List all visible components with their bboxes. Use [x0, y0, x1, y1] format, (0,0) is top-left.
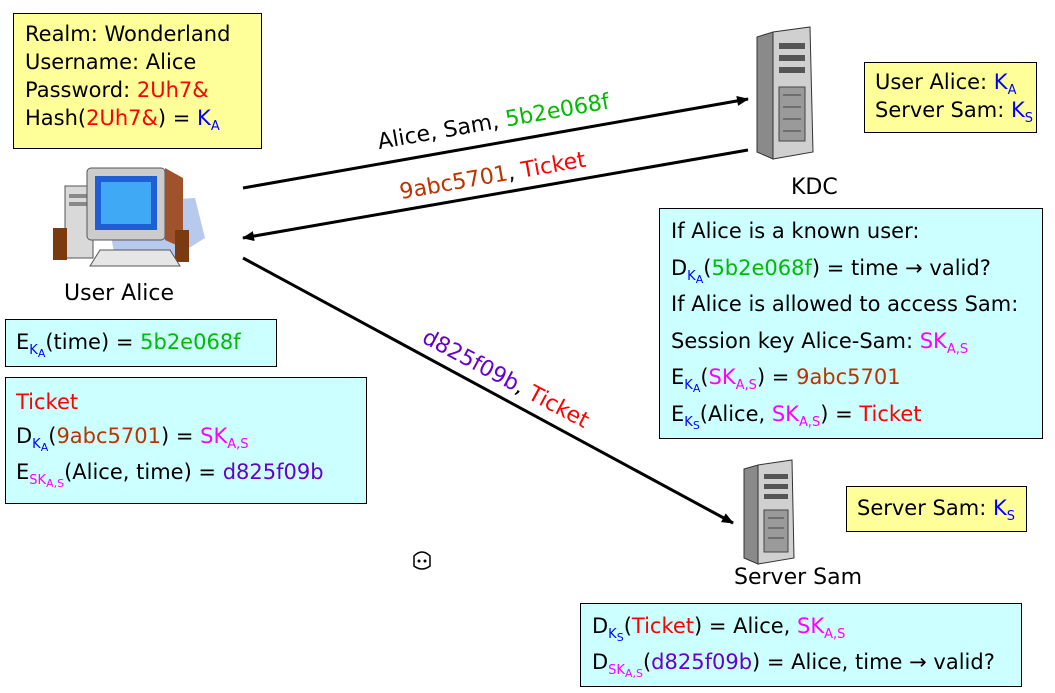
sam-key-box: Server Sam: KS — [846, 486, 1027, 532]
realm-text: Realm: Wonderland — [25, 22, 231, 46]
arrow-kdc-to-alice — [242, 148, 749, 242]
arrow-alice-to-kdc — [242, 95, 749, 190]
kdc-logic-box: If Alice is a known user: DKA(5b2e068f) … — [659, 208, 1043, 439]
kdc-known-user-line: If Alice is a known user: — [671, 219, 920, 243]
server-sam-label: Server Sam — [734, 565, 863, 590]
kdc-access-line: If Alice is allowed to access Sam: — [671, 292, 1019, 316]
alice-credentials-box: Realm: Wonderland Username: Alice Passwo… — [13, 13, 262, 149]
kdc-server-tower-icon — [756, 26, 814, 160]
kdc-session-key-line: Session key Alice-Sam: SKA,S — [671, 328, 969, 357]
sam-server-tower-icon — [743, 459, 795, 565]
alice-encrypt-line: EKA(time) = 5b2e068f — [16, 330, 241, 360]
alice-authenticator-line: ESKA,S(Alice, time) = d825f09b — [16, 460, 324, 490]
ticket-title: Ticket — [16, 390, 79, 414]
sam-logic-box: DKS(Ticket) = Alice, SKA,S DSKA,S(d825f0… — [580, 603, 1022, 687]
user-alice-label: User Alice — [64, 281, 175, 306]
alice-encrypt-box: EKA(time) = 5b2e068f — [5, 319, 277, 367]
sam-verify-line: DSKA,S(d825f09b) = Alice, time → valid? — [592, 650, 995, 680]
sam-decrypt-ticket-line: DKS(Ticket) = Alice, SKA,S — [592, 614, 846, 644]
alice-decrypt-line: DKA(9abc5701) = SKA,S — [16, 424, 249, 454]
kdc-db-sam-line: Server Sam: KS — [875, 98, 1033, 126]
kdc-verify-line: DKA(5b2e068f) = time → valid? — [671, 255, 991, 286]
kdc-encrypt-sk-line: EKA(SKA,S) = 9abc5701 — [671, 365, 901, 395]
sam-key-line: Server Sam: KS — [857, 496, 1015, 524]
kdc-db-alice-line: User Alice: KA — [875, 70, 1017, 98]
hash-line: Hash(2Uh7&) = KA — [25, 106, 220, 134]
desktop-computer-icon — [53, 167, 205, 267]
kdc-label: KDC — [791, 175, 838, 200]
kdc-key-db-box: User Alice: KA Server Sam: KS — [864, 62, 1037, 133]
alice-ticket-box: Ticket DKA(9abc5701) = SKA,S ESKA,S(Alic… — [5, 377, 367, 504]
username-text: Username: Alice — [25, 50, 197, 74]
kdc-ticket-line: EKS(Alice, SKA,S) = Ticket — [671, 401, 922, 432]
arrow-alice-to-sam — [242, 256, 734, 525]
mouse-cursor-icon — [413, 551, 431, 570]
password-line: Password: 2Uh7& — [25, 78, 209, 102]
